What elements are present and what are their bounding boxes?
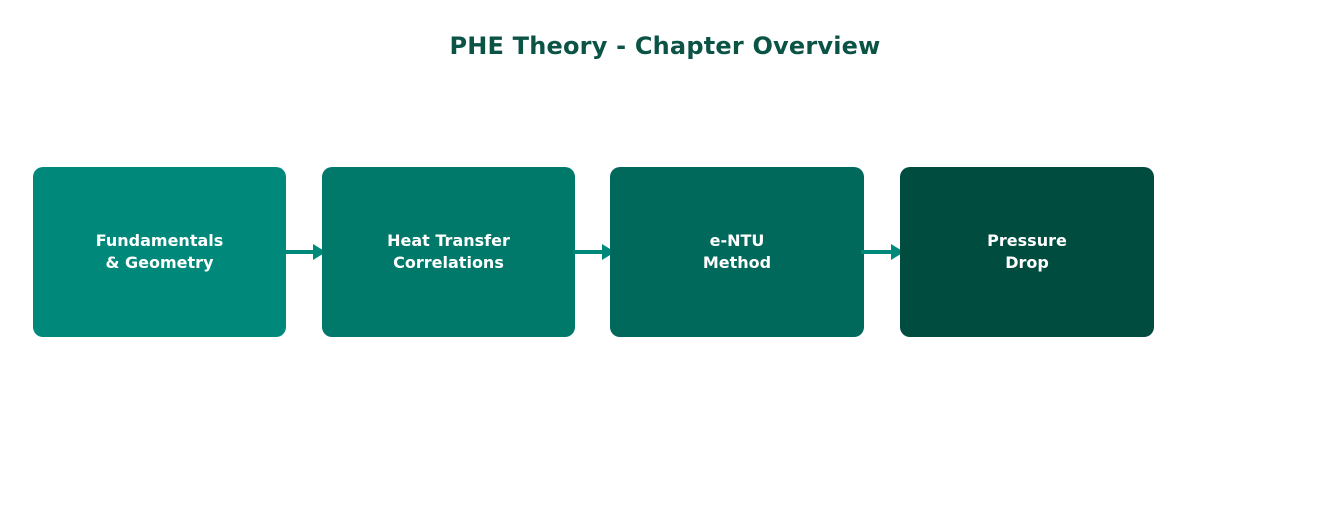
flow-node-label: Heat Transfer Correlations bbox=[387, 231, 510, 272]
flow-arrow-1 bbox=[284, 244, 326, 260]
flow-node-entu-method: e-NTU Method bbox=[610, 167, 864, 337]
arrow-shaft bbox=[284, 250, 316, 254]
arrow-shaft bbox=[573, 250, 605, 254]
arrow-shaft bbox=[861, 250, 894, 254]
flow-arrow-2 bbox=[573, 244, 615, 260]
flow-node-label: Fundamentals & Geometry bbox=[95, 231, 224, 272]
diagram-title: PHE Theory - Chapter Overview bbox=[449, 32, 881, 60]
flow-arrow-3 bbox=[861, 244, 904, 260]
flow-node-label: e-NTU Method bbox=[702, 231, 772, 272]
flow-node-pressure-drop: Pressure Drop bbox=[900, 167, 1154, 337]
flow-node-fundamentals-geometry: Fundamentals & Geometry bbox=[33, 167, 286, 337]
flow-node-heat-transfer-correlations: Heat Transfer Correlations bbox=[322, 167, 575, 337]
flow-node-label: Pressure Drop bbox=[987, 231, 1067, 272]
